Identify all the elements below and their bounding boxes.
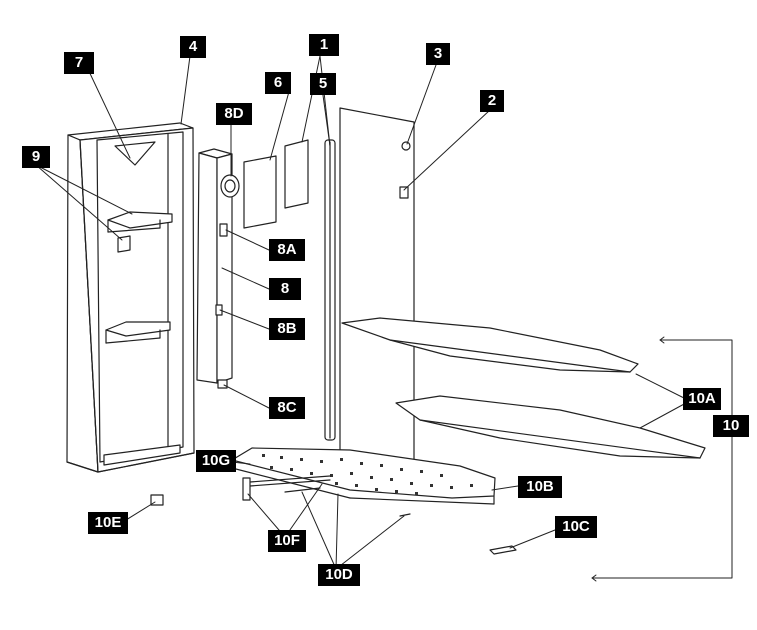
board-holes xyxy=(262,454,473,495)
side-rod xyxy=(324,139,336,441)
leader-lines xyxy=(35,55,733,582)
callout-2: 2 xyxy=(480,90,504,112)
callout-1: 1 xyxy=(309,34,339,56)
callout-10d: 10D xyxy=(318,564,360,586)
cabinet-frame xyxy=(66,122,195,473)
callout-10b: 10B xyxy=(518,476,562,498)
board-bracket xyxy=(242,475,331,501)
board-cover-upper xyxy=(341,317,639,373)
callout-10f: 10F xyxy=(268,530,306,552)
clip-10e xyxy=(150,494,164,506)
board-cover-lower xyxy=(395,395,706,459)
callout-10g: 10G xyxy=(196,450,236,472)
callout-10: 10 xyxy=(713,415,749,437)
callout-3: 3 xyxy=(426,43,450,65)
callout-8d: 8D xyxy=(216,103,252,125)
callout-10a: 10A xyxy=(683,388,721,410)
ironing-board xyxy=(231,447,496,505)
back-panel xyxy=(284,139,309,209)
door-panel xyxy=(339,107,415,467)
callout-9: 9 xyxy=(22,146,50,168)
hook-hardware xyxy=(399,141,411,199)
callout-5: 5 xyxy=(310,73,336,95)
callout-4: 4 xyxy=(180,36,206,58)
callout-8c: 8C xyxy=(269,397,305,419)
callout-8: 8 xyxy=(269,278,301,300)
callout-7: 7 xyxy=(64,52,94,74)
mount-plate xyxy=(243,155,277,229)
callout-8b: 8B xyxy=(269,318,305,340)
callout-10e: 10E xyxy=(88,512,128,534)
support-column xyxy=(196,148,240,389)
callout-8a: 8A xyxy=(269,239,305,261)
callout-10c: 10C xyxy=(555,516,597,538)
callout-6: 6 xyxy=(265,72,291,94)
